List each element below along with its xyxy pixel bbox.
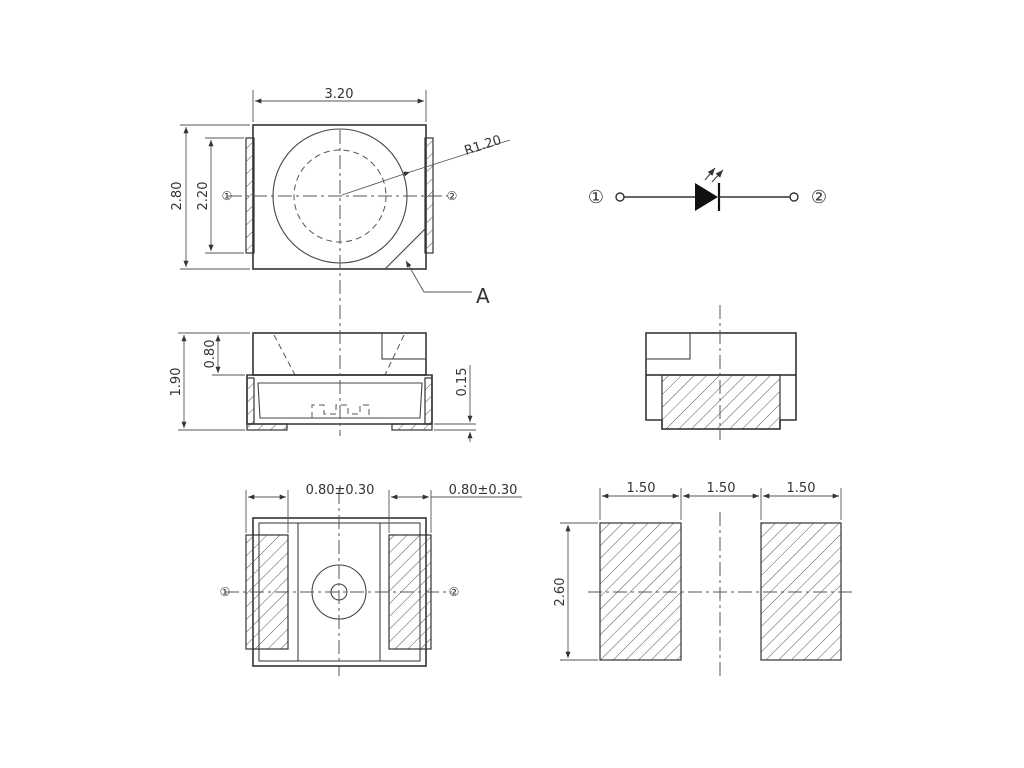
- side-view-left-lead: [246, 377, 255, 425]
- footprint-gap-label: 1.50: [707, 481, 736, 496]
- light-emission-arrow-2: [711, 169, 724, 183]
- height-dimension-label: 2.80: [170, 182, 185, 211]
- symbol-pin1-label: ①: [588, 187, 604, 208]
- side-view-right-foot: [391, 423, 433, 431]
- callout-a-arrow: [405, 260, 425, 293]
- side-view-left-foot: [246, 423, 288, 431]
- side-view: 1.90 0.80 0.15: [169, 330, 476, 442]
- symbol-pin1-terminal: [615, 192, 625, 202]
- top-view-body: [252, 124, 427, 270]
- symbol-pin2-label: ②: [811, 187, 827, 208]
- bottom-view-pin2-label: ②: [449, 585, 460, 599]
- callout-a-label: A: [476, 284, 490, 308]
- top-view-cathode-chamfer: [384, 227, 427, 270]
- side-view-right-lead: [424, 377, 433, 425]
- radius-label: R1.20: [463, 133, 504, 159]
- right-pad-dimension-label: 0.80±0.30: [449, 483, 518, 498]
- led-schematic-symbol: ① ②: [588, 167, 827, 211]
- side-view-step: [381, 332, 427, 360]
- light-emission-arrow-1: [704, 167, 716, 181]
- side-view-internal-frame: [311, 404, 370, 418]
- radius-leader-line: [409, 139, 511, 173]
- top-view: 3.20 2.80 2.20 R1.20 A ① ②: [170, 87, 511, 330]
- end-view-step: [645, 332, 691, 360]
- radius-leader-arrow: [341, 171, 411, 196]
- led-diode-triangle: [695, 183, 718, 211]
- top-view-pin1-label: ①: [222, 189, 233, 203]
- footprint-pad-width-2-label: 1.50: [787, 481, 816, 496]
- symbol-pin2-terminal: [789, 192, 799, 202]
- end-view: [645, 305, 797, 440]
- footprint-height-label: 2.60: [553, 578, 568, 607]
- inner-height-dimension-label: 2.20: [196, 182, 211, 211]
- total-height-label: 1.90: [169, 368, 184, 397]
- end-view-lead: [661, 374, 781, 430]
- top-view-pin2-label: ②: [447, 189, 458, 203]
- width-dimension-label: 3.20: [325, 87, 354, 102]
- footprint-pad-width-label: 1.50: [627, 481, 656, 496]
- left-pad-dimension-label: 0.80±0.30: [306, 483, 375, 498]
- end-view-top: [645, 332, 797, 376]
- bottom-view: 0.80±0.30 0.80±0.30 ① ②: [220, 483, 522, 676]
- recommended-footprint: 1.50 1.50 1.50 2.60: [553, 481, 852, 676]
- bottom-view-pin1-label: ①: [220, 585, 231, 599]
- top-height-label: 0.80: [203, 340, 218, 369]
- side-view-cone-right: [384, 334, 405, 376]
- lead-thickness-label: 0.15: [455, 368, 470, 397]
- side-view-body-inner: [257, 382, 423, 419]
- side-view-cone-left: [273, 334, 296, 376]
